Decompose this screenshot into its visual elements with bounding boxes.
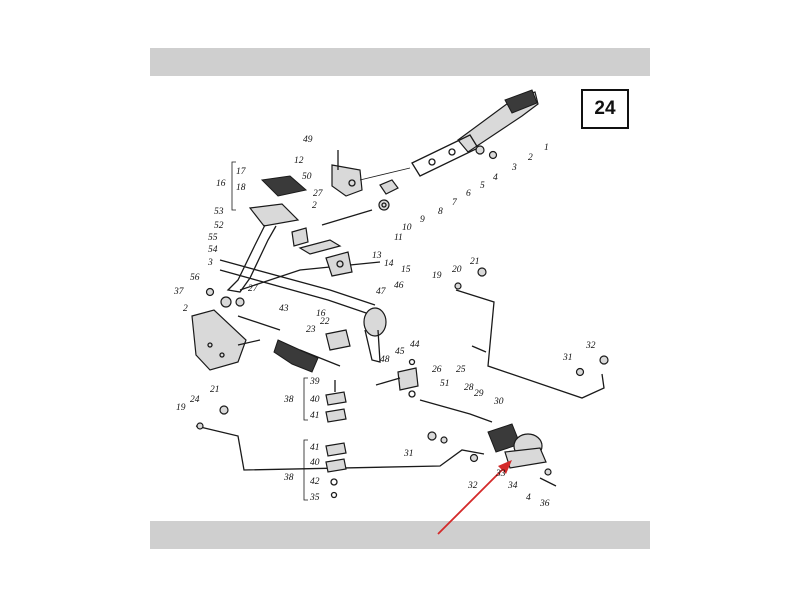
callout-48: 48	[380, 355, 390, 365]
callout-24: 24	[190, 395, 200, 405]
callout-40b: 40	[310, 458, 320, 468]
callout-30: 30	[493, 397, 504, 407]
callout-32b: 32	[467, 481, 478, 491]
callout-2c: 2	[183, 304, 188, 314]
group-braces	[231, 161, 308, 501]
cross-shaft	[219, 239, 387, 363]
callout-16b: 16	[316, 309, 326, 319]
callout-5: 5	[480, 181, 485, 191]
mounting-plate	[191, 287, 261, 371]
callout-37: 37	[173, 287, 185, 297]
master-cylinder	[419, 399, 557, 487]
callout-21: 21	[470, 257, 480, 267]
callout-31b: 31	[403, 449, 414, 459]
callout-53: 53	[214, 207, 224, 217]
pivot-bracket	[321, 150, 411, 226]
callout-6: 6	[466, 189, 471, 199]
spare-parts-column	[325, 380, 347, 499]
callout-52: 52	[214, 221, 224, 231]
callout-1: 1	[544, 143, 549, 153]
callout-28: 28	[464, 383, 474, 393]
callout-labels: 1 2 3 4 5 6 7 8 9 10 11 12 49 50 27 2 16…	[173, 135, 596, 509]
callout-41: 41	[310, 411, 320, 421]
callout-35: 35	[309, 493, 320, 503]
callout-10: 10	[402, 223, 412, 233]
red-pointer-arrow	[437, 460, 512, 535]
callout-19: 19	[432, 271, 442, 281]
callout-27b: 27	[248, 284, 259, 294]
callout-12: 12	[294, 156, 304, 166]
page-number-box: 24	[581, 89, 629, 129]
callout-38b: 38	[283, 473, 294, 483]
callout-23: 23	[306, 325, 316, 335]
callout-42: 42	[310, 477, 320, 487]
callout-4b: 4	[526, 493, 531, 503]
callout-41b: 41	[310, 443, 320, 453]
callout-25: 25	[456, 365, 466, 375]
callout-39: 39	[309, 377, 320, 387]
callout-38: 38	[283, 395, 294, 405]
callout-36: 36	[539, 499, 550, 509]
top-gray-bar	[150, 48, 650, 76]
callout-33: 33	[495, 469, 506, 479]
callout-29: 29	[474, 389, 484, 399]
callout-32: 32	[585, 341, 596, 351]
callout-45: 45	[395, 347, 405, 357]
hand-lever	[411, 89, 539, 177]
callout-51: 51	[440, 379, 450, 389]
callout-47: 47	[376, 287, 387, 297]
callout-26: 26	[432, 365, 442, 375]
callout-8: 8	[438, 207, 443, 217]
callout-43: 43	[279, 304, 289, 314]
callout-46: 46	[394, 281, 404, 291]
callout-2: 2	[528, 153, 533, 163]
brake-pipes	[195, 267, 609, 471]
callout-2b: 2	[312, 201, 317, 211]
callout-20: 20	[452, 265, 462, 275]
callout-15: 15	[401, 265, 411, 275]
callout-14: 14	[384, 259, 394, 269]
brake-pedal	[226, 175, 381, 293]
callout-3b: 3	[207, 258, 213, 268]
callout-34: 34	[507, 481, 518, 491]
callout-31: 31	[562, 353, 573, 363]
callout-54: 54	[208, 245, 218, 255]
callout-7: 7	[452, 198, 458, 208]
callout-3: 3	[511, 163, 517, 173]
callout-18: 18	[236, 183, 246, 193]
hose-bracket	[375, 358, 419, 398]
callout-21b: 21	[210, 385, 220, 395]
callout-19b: 19	[176, 403, 186, 413]
callout-50: 50	[302, 172, 312, 182]
callout-27: 27	[313, 189, 324, 199]
callout-49: 49	[303, 135, 313, 145]
callout-55: 55	[208, 233, 218, 243]
callout-16: 16	[216, 179, 226, 189]
callout-40: 40	[310, 395, 320, 405]
callout-4: 4	[493, 173, 498, 183]
callout-22: 22	[320, 317, 330, 327]
callout-11: 11	[394, 233, 403, 243]
callout-17: 17	[236, 167, 247, 177]
callout-9: 9	[420, 215, 425, 225]
callout-13: 13	[372, 251, 382, 261]
return-spring	[237, 315, 351, 373]
callout-44: 44	[410, 340, 420, 350]
callout-56: 56	[190, 273, 200, 283]
bottom-gray-bar	[150, 521, 650, 549]
